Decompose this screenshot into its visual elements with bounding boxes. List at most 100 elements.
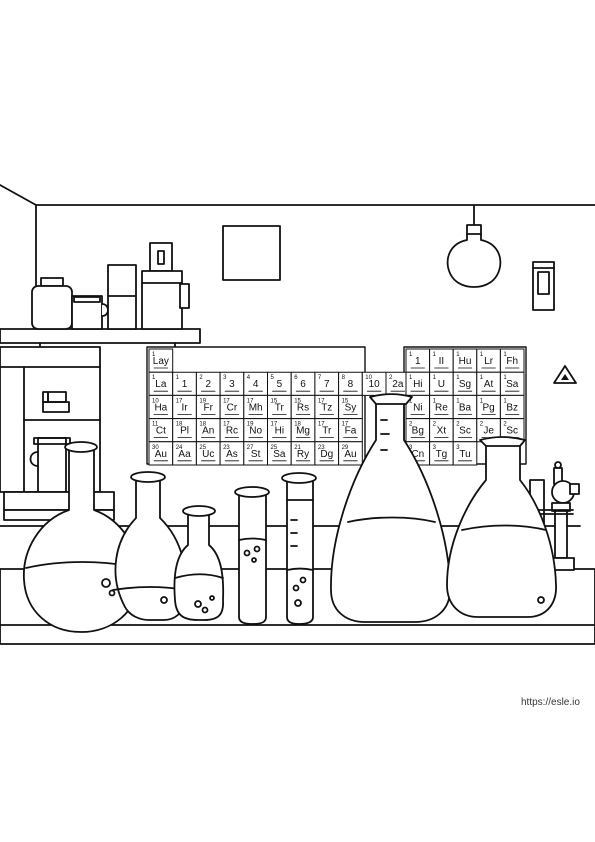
element-symbol: Au [344,449,356,460]
element-symbol: Rs [297,402,309,413]
element-number: 1 [480,375,484,381]
element-symbol: Rc [226,426,238,437]
hanging-lamp [446,205,502,288]
element-number: 15 [342,398,349,404]
right-element-cell: 1Hi [405,371,431,396]
element-number: 30 [152,445,159,451]
main-element-cell: 33 [219,371,245,396]
element-number: 1 [456,398,460,404]
element-number: 1 [480,398,484,404]
element-symbol: Au [155,449,167,460]
element-number: 4 [247,375,251,381]
right-element-cell: 2Xt [429,418,454,443]
element-symbol: La [155,379,167,390]
right-element-cell: 3Tu [452,441,478,466]
erlenmeyer-flask-large [330,393,451,623]
element-symbol: Ha [154,402,167,413]
element-number: 1 [152,352,156,358]
element-symbol: Aa [178,449,191,460]
main-element-cell: 1La [148,371,174,396]
watermark-url[interactable]: https://esle.io [521,697,580,708]
right-element-cell: 1Ba [452,394,478,420]
element-number: 1 [409,398,413,404]
element-symbol: Xt [437,426,447,437]
right-element-cell: 1Sa [499,371,525,396]
right-element-cell: 1U [429,371,454,396]
right-element-cell: 2Bg [405,418,431,443]
element-number: 10 [365,375,372,381]
element-symbol: Sa [273,449,286,460]
element-number: 1 [176,375,180,381]
element-symbol: Ir [181,402,188,413]
main-element-cell: 11 [172,371,197,396]
element-number: 21 [294,445,301,451]
element-symbol: 1 [182,379,188,390]
element-number: 17 [318,398,325,404]
right-element-cell: 2Sc [499,418,525,443]
element-number: 17 [271,422,278,428]
element-number: 19 [247,422,254,428]
element-symbol: Bg [412,426,424,437]
element-number: 2 [409,422,413,428]
element-number: 25 [271,445,278,451]
element-number: 1 [503,375,507,381]
right-element-cell: 3Tg [429,441,454,466]
element-number: 3 [409,445,413,451]
right-element-cell: 1Re [429,394,454,420]
element-symbol: Pg [482,402,494,413]
right-element-cell: 1II [429,348,454,373]
element-symbol: 2 [205,379,211,390]
element-number: 17 [223,398,230,404]
element-number: 1 [433,398,437,404]
graduated-cylinder-left [234,486,270,625]
element-symbol: Tz [321,402,332,413]
element-number: 15 [294,398,301,404]
element-symbol: No [249,426,262,437]
element-number: 8 [342,375,346,381]
element-symbol: 10 [369,379,381,390]
element-number: 17 [342,422,349,428]
element-symbol: Pl [180,426,189,437]
element-symbol: Ni [413,402,422,413]
element-symbol: Bz [506,402,518,413]
wall-frame [222,225,281,281]
element-number: 24 [176,445,183,451]
element-symbol: Re [435,402,448,413]
element-number: 18 [199,422,206,428]
element-symbol: Lr [484,356,494,367]
element-number: 1 [480,352,484,358]
element-number: 6 [294,375,298,381]
element-number: 1 [409,352,413,358]
element-symbol: Fa [345,426,357,437]
element-symbol: Lay [153,356,169,367]
element-symbol: 2a [392,379,404,390]
element-symbol: Tg [436,449,448,460]
element-symbol: Tr [275,402,285,413]
element-number: 2 [480,422,484,428]
element-number: 17 [176,398,183,404]
element-number: 23 [223,445,230,451]
element-symbol: 4 [253,379,259,390]
element-symbol: Hu [459,356,472,367]
element-symbol: Fh [506,356,518,367]
element-symbol: An [202,426,214,437]
element-number: 25 [199,445,206,451]
